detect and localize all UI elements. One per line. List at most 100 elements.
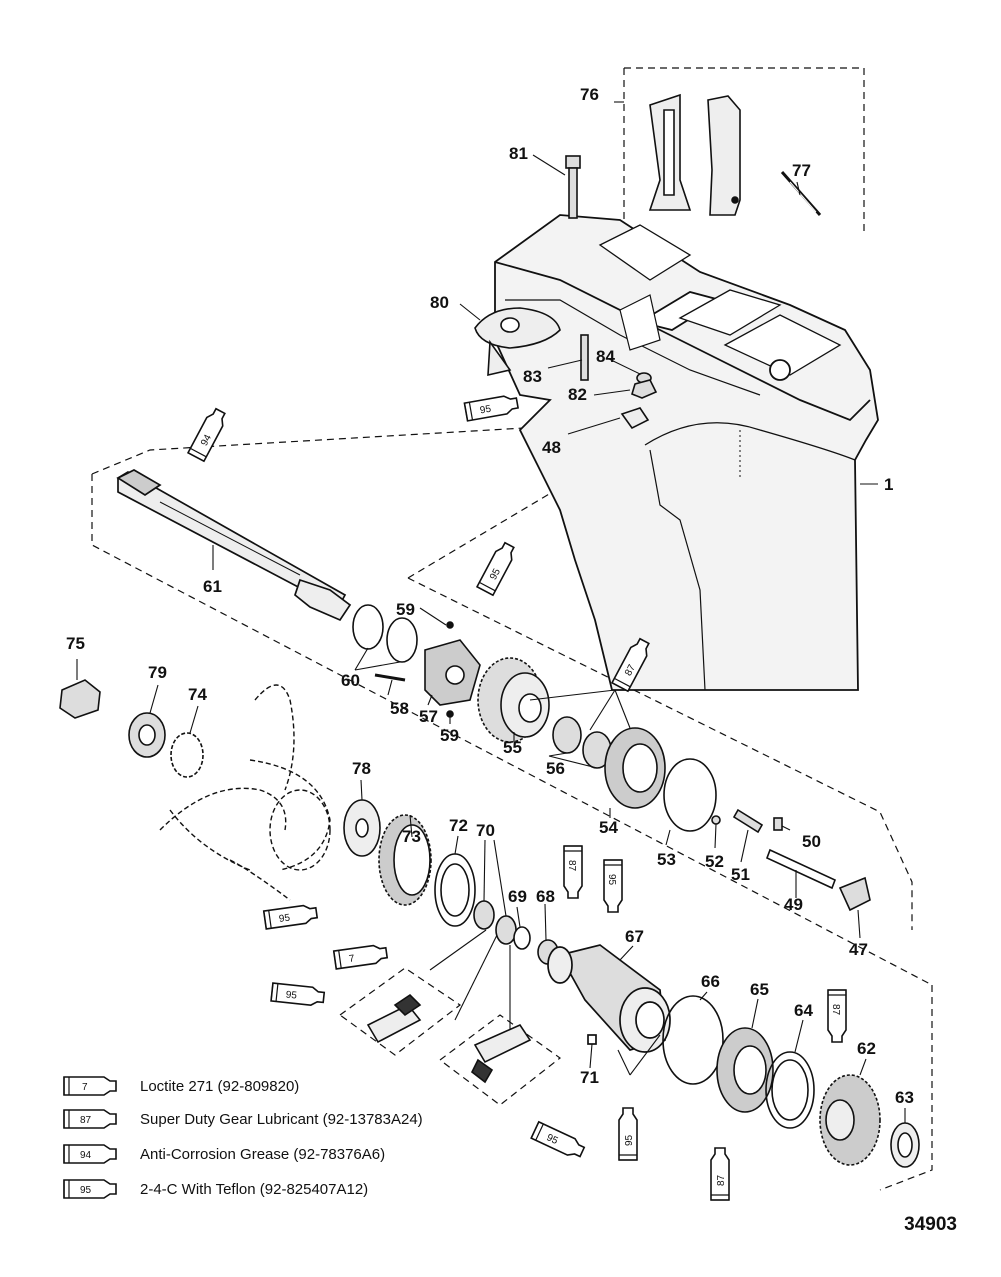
part-number-82: 82 (568, 385, 587, 404)
ring-60b (386, 617, 418, 663)
svg-text:94: 94 (80, 1150, 92, 1161)
tube-label: 95 (488, 567, 503, 582)
part-number-69: 69 (508, 887, 527, 906)
washer-64 (765, 1051, 815, 1129)
part-number-75: 75 (66, 634, 85, 653)
svg-text:87: 87 (80, 1115, 92, 1126)
gearcase-housing (494, 214, 879, 691)
legend-row: 7 Loctite 271 (92-809820) (62, 1074, 299, 1098)
part-number-53: 53 (657, 850, 676, 869)
part-number-61: 61 (203, 577, 222, 596)
tube-label: 94 (199, 433, 214, 448)
ball-52 (711, 815, 721, 825)
bearing-70b (495, 915, 517, 945)
part-number-60: 60 (341, 671, 360, 690)
part-number-68: 68 (536, 887, 555, 906)
part-number-54: 54 (599, 818, 618, 837)
reverse-gear-55 (477, 657, 550, 743)
part-number-80: 80 (430, 293, 449, 312)
bearing-cages (366, 993, 532, 1084)
ring-60a (352, 604, 384, 650)
part-number-1: 1 (884, 475, 894, 494)
nut-75 (59, 679, 101, 719)
part-number-50: 50 (802, 832, 821, 851)
figure-id: 34903 (904, 1214, 957, 1235)
plate-48 (620, 407, 650, 430)
pin-50 (773, 817, 783, 831)
tube-label: 95 (606, 874, 617, 886)
o-ring-53 (663, 758, 717, 832)
propeller-shaft (116, 469, 352, 622)
part-number-62: 62 (857, 1039, 876, 1058)
part-number-84: 84 (596, 347, 615, 366)
bearing-carrier-67 (547, 944, 671, 1053)
shift-shaft-47 (838, 876, 871, 912)
tube-label: 87 (623, 663, 638, 678)
part-number-52: 52 (705, 852, 724, 871)
legend-text: 2-4-C With Teflon (92-825407A12) (140, 1180, 369, 1198)
tube-icon: 7 (63, 1076, 117, 1096)
washer-74 (170, 732, 204, 778)
bearing-70a (473, 900, 495, 930)
part-number-73: 73 (402, 827, 421, 846)
part-number-70: 70 (476, 821, 495, 840)
tube-label: 95 (545, 1132, 560, 1147)
tube-icon: 94 (63, 1144, 117, 1164)
trim-tab-parts (648, 93, 822, 216)
propeller-outline (159, 684, 331, 901)
spring-51 (732, 808, 764, 834)
part-number-77: 77 (792, 161, 811, 180)
part-number-64: 64 (794, 1001, 813, 1020)
tube-icon: 87 (63, 1109, 117, 1129)
part-number-59a: 59 (396, 600, 415, 619)
part-number-67: 67 (625, 927, 644, 946)
svg-text:95: 95 (80, 1185, 92, 1196)
legend-row: 95 2-4-C With Teflon (92-825407A12) (62, 1177, 368, 1201)
tube-label: 95 (285, 989, 298, 1001)
tube-label: 95 (624, 1134, 635, 1146)
tube-label: 87 (716, 1174, 727, 1186)
part-number-51: 51 (731, 865, 750, 884)
part-number-74: 74 (188, 685, 207, 704)
tube-icon: 95 (63, 1179, 117, 1199)
part-number-48: 48 (542, 438, 561, 457)
part-number-76: 76 (580, 85, 599, 104)
part-number-79: 79 (148, 663, 167, 682)
part-number-57: 57 (419, 707, 438, 726)
o-ring-66 (662, 995, 724, 1085)
anode-80 (474, 307, 561, 377)
part-number-65: 65 (750, 980, 769, 999)
cam-follower-49 (765, 848, 837, 890)
bearing-56a (552, 716, 582, 754)
nut-82 (631, 379, 658, 399)
part-number-56: 56 (546, 759, 565, 778)
part-number-47: 47 (849, 940, 868, 959)
leader-lines (76, 101, 906, 1123)
part-number-83: 83 (523, 367, 542, 386)
tube-label: 95 (479, 404, 492, 417)
part-number-78: 78 (352, 759, 371, 778)
part-number-63: 63 (895, 1088, 914, 1107)
svg-text:7: 7 (82, 1082, 88, 1093)
part-number-72: 72 (449, 816, 468, 835)
tube-label: 87 (830, 1004, 841, 1016)
part-number-49: 49 (784, 895, 803, 914)
part-number-81: 81 (509, 144, 528, 163)
tube-label: 95 (278, 912, 291, 925)
washer-69 (513, 926, 531, 950)
part-number-58: 58 (390, 699, 409, 718)
tube-label: 87 (566, 860, 577, 872)
cross-pin-58 (374, 673, 406, 682)
legend-row: 87 Super Duty Gear Lubricant (92-13783A2… (62, 1107, 423, 1131)
part-number-66: 66 (701, 972, 720, 991)
part-number-59b: 59 (440, 726, 459, 745)
lubricant-tubes: 94 95 95 87 95 7 95 87 95 87 95 87 95 (187, 393, 847, 1201)
screw-83 (580, 334, 589, 381)
screw-81 (565, 155, 581, 219)
legend-text: Loctite 271 (92-809820) (140, 1077, 300, 1095)
legend-text: Anti-Corrosion Grease (92-78376A6) (140, 1145, 386, 1163)
part-number-55: 55 (503, 738, 522, 757)
legend-row: 94 Anti-Corrosion Grease (92-78376A6) (62, 1142, 385, 1166)
